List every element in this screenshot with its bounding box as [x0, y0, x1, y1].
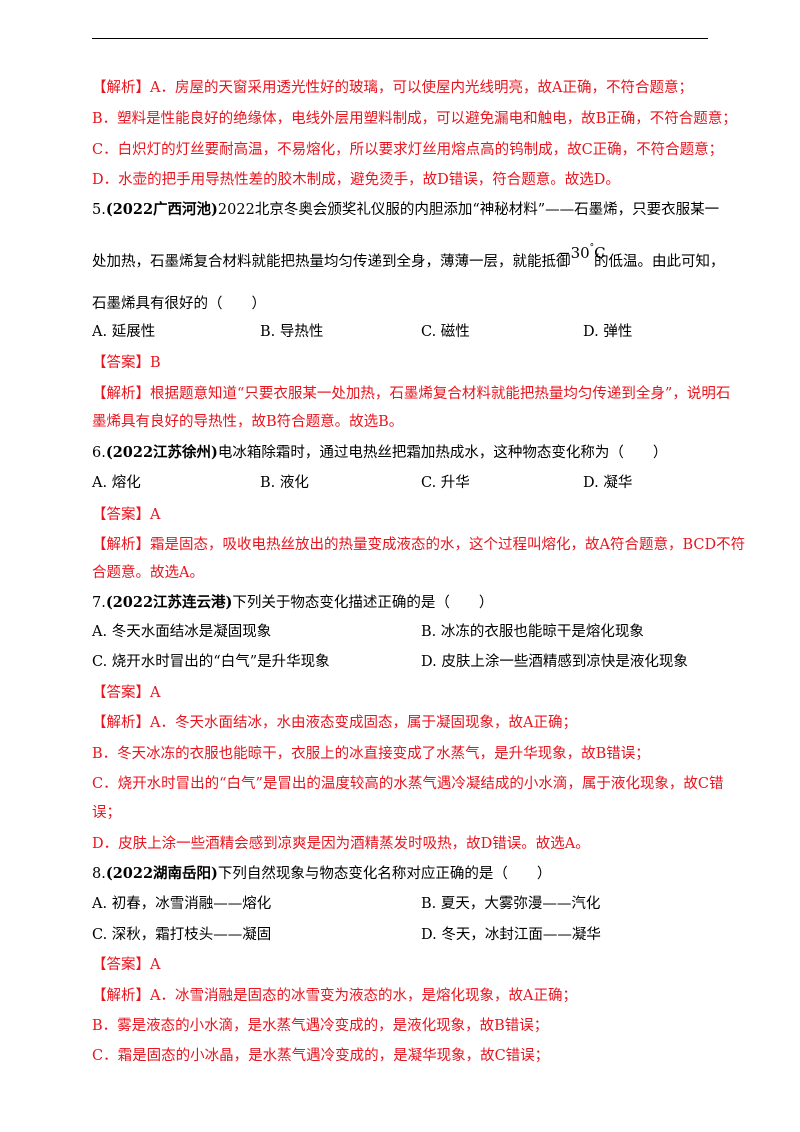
question-number: 8. [92, 866, 106, 882]
option-d: D. 冬天，冰封江面——凝华 [421, 927, 601, 943]
question-5: 5.(2022广西河池)2022北京冬奥会颁奖礼仪服的内胆添加“神秘材料”——石… [92, 200, 719, 220]
question-source: (2022湖南岳阳) [105, 865, 218, 882]
question-text: 石墨烯具有很好的（ ） [92, 296, 266, 312]
question-source: (2022广西河池) [105, 201, 218, 218]
option-d: D. 皮肤上涂一些酒精感到凉快是液化现象 [421, 654, 688, 670]
analysis-line: B．雾是液态的小水滴，是水蒸气遇冷变成的，是液化现象，故B错误； [92, 1018, 549, 1034]
analysis-line: B．塑料是性能良好的绝缘体，电线外层用塑料制成，可以避免漏电和触电，故B正确，不… [92, 111, 737, 127]
question-number: 6. [92, 445, 106, 461]
question-text: 2022北京冬奥会颁奖礼仪服的内胆添加“神秘材料”——石墨烯，只要衣服某一 [217, 202, 720, 218]
question-source: (2022江苏徐州) [105, 444, 218, 461]
analysis-line: C．霜是固态的小冰晶，是水蒸气遇冷变成的，是凝华现象，故C错误； [92, 1048, 550, 1064]
analysis-line: B．冬天冰冻的衣服也能晾干，衣服上的冰直接变成了水蒸气，是升华现象，故B错误； [92, 746, 650, 762]
option-a: A. 延展性 [92, 324, 156, 340]
question-text: 下列关于物态变化描述正确的是（ ） [232, 595, 494, 611]
analysis-line: 误； [92, 805, 121, 821]
option-b: B. 导热性 [260, 324, 324, 340]
option-a: A. 冬天水面结冰是凝固现象 [92, 624, 272, 640]
analysis-line: 【解析】根据题意知道“只要衣服某一处加热，石墨烯复合材料就能把热量均匀传递到全身… [92, 386, 731, 402]
answer: 【答案】A [92, 957, 161, 973]
question-text: 的低温。由此可知， [594, 254, 725, 270]
question-text: 电冰箱除霜时，通过电热丝把霜加热成水，这种物态变化称为（ ） [217, 445, 668, 461]
analysis-line: 墨烯具有良好的导热性，故B符合题意。故选B。 [92, 414, 404, 430]
answer: 【答案】A [92, 685, 161, 701]
analysis-line: D．皮肤上涂一些酒精会感到凉爽是因为酒精蒸发时吸热，故D错误。故选A。 [92, 836, 590, 852]
option-b: B. 液化 [260, 475, 309, 491]
question-text: 下列自然现象与物态变化名称对应正确的是（ ） [217, 866, 552, 882]
question-number: 5. [92, 202, 106, 218]
analysis-line: 【解析】A．房屋的天窗采用透光性好的玻璃，可以使屋内光线明亮，故A正确，不符合题… [92, 80, 693, 96]
answer: 【答案】B [92, 355, 161, 371]
option-c: C. 烧开水时冒出的“白气”是升华现象 [92, 654, 330, 670]
question-7: 7.(2022江苏连云港)下列关于物态变化描述正确的是（ ） [92, 593, 493, 613]
question-source: (2022江苏连云港) [105, 594, 233, 611]
analysis-line: C．烧开水时冒出的“白气”是冒出的温度较高的水蒸气遇冷凝结成的小水滴，属于液化现… [92, 776, 724, 792]
option-b: B. 夏天，大雾弥漫——汽化 [421, 896, 601, 912]
option-a: A. 熔化 [92, 475, 141, 491]
analysis-line: C．白炽灯的灯丝要耐高温，不易熔化，所以要求灯丝用熔点高的钨制成，故C正确，不符… [92, 142, 724, 158]
question-6: 6.(2022江苏徐州)电冰箱除霜时，通过电热丝把霜加热成水，这种物态变化称为（… [92, 443, 667, 463]
answer: 【答案】A [92, 507, 161, 523]
option-a: A. 初春，冰雪消融——熔化 [92, 896, 272, 912]
option-c: C. 深秋，霜打枝头——凝固 [92, 927, 272, 943]
option-c: C. 升华 [421, 475, 470, 491]
analysis-line: 合题意。故选A。 [92, 565, 204, 581]
option-d: D. 凝华 [583, 475, 633, 491]
option-b: B. 冰冻的衣服也能晾干是熔化现象 [421, 624, 644, 640]
option-d: D. 弹性 [583, 324, 633, 340]
temperature-value: −30°C [558, 243, 606, 262]
analysis-line: D．水壶的把手用导热性差的胶木制成，避免烫手，故D错误，符合题意。故选D。 [92, 172, 620, 188]
analysis-line: 【解析】A．冬天水面结冰，水由液态变成固态，属于凝固现象，故A正确； [92, 715, 577, 731]
analysis-line: 【解析】A．冰雪消融是固态的冰雪变为液态的水，是熔化现象，故A正确； [92, 988, 577, 1004]
question-number: 7. [92, 595, 106, 611]
analysis-line: 【解析】霜是固态，吸收电热丝放出的热量变成液态的水，这个过程叫熔化，故A符合题意… [92, 537, 746, 553]
option-c: C. 磁性 [421, 324, 470, 340]
header-rule [92, 38, 708, 39]
question-8: 8.(2022湖南岳阳)下列自然现象与物态变化名称对应正确的是（ ） [92, 864, 551, 884]
question-text: 处加热，石墨烯复合材料就能把热量均匀传递到全身，薄薄一层，就能抵御 [92, 254, 571, 270]
